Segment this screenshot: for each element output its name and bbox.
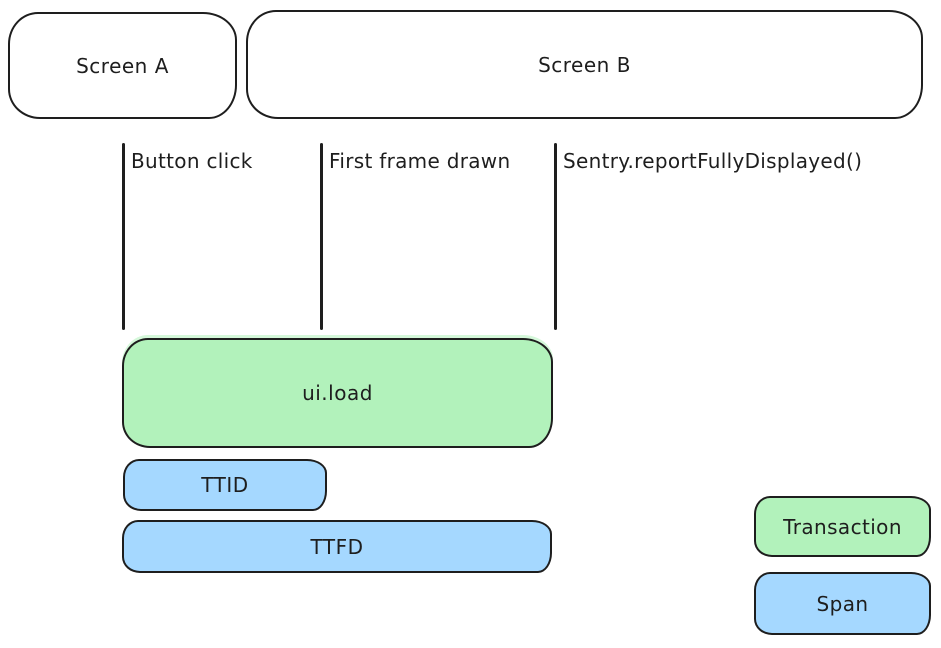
button-click-label: Button click — [131, 149, 253, 173]
legend-span-label: Span — [816, 591, 869, 616]
ui-load-label: ui.load — [302, 381, 373, 405]
ui-load-transaction-bar: ui.load — [122, 338, 553, 448]
screen-a-label: Screen A — [76, 53, 169, 78]
screen-b-label: Screen B — [538, 52, 631, 77]
first-frame-drawn-label: First frame drawn — [329, 149, 511, 173]
legend-transaction-box: Transaction — [754, 496, 931, 557]
screen-a-box: Screen A — [8, 12, 237, 119]
ttfd-span-bar: TTFD — [122, 520, 552, 573]
button-click-event-line: Button click — [122, 143, 252, 330]
ttid-span-bar: TTID — [123, 459, 327, 511]
ttid-label: TTID — [201, 473, 249, 497]
legend-transaction-label: Transaction — [783, 514, 902, 539]
first-frame-drawn-event-line: First frame drawn — [320, 143, 510, 330]
report-fully-displayed-event-line: Sentry.reportFullyDisplayed() — [554, 143, 862, 330]
ttfd-label: TTFD — [310, 534, 364, 559]
report-fully-displayed-label: Sentry.reportFullyDisplayed() — [563, 149, 863, 173]
legend-span-box: Span — [754, 572, 931, 635]
screen-b-box: Screen B — [246, 10, 923, 119]
